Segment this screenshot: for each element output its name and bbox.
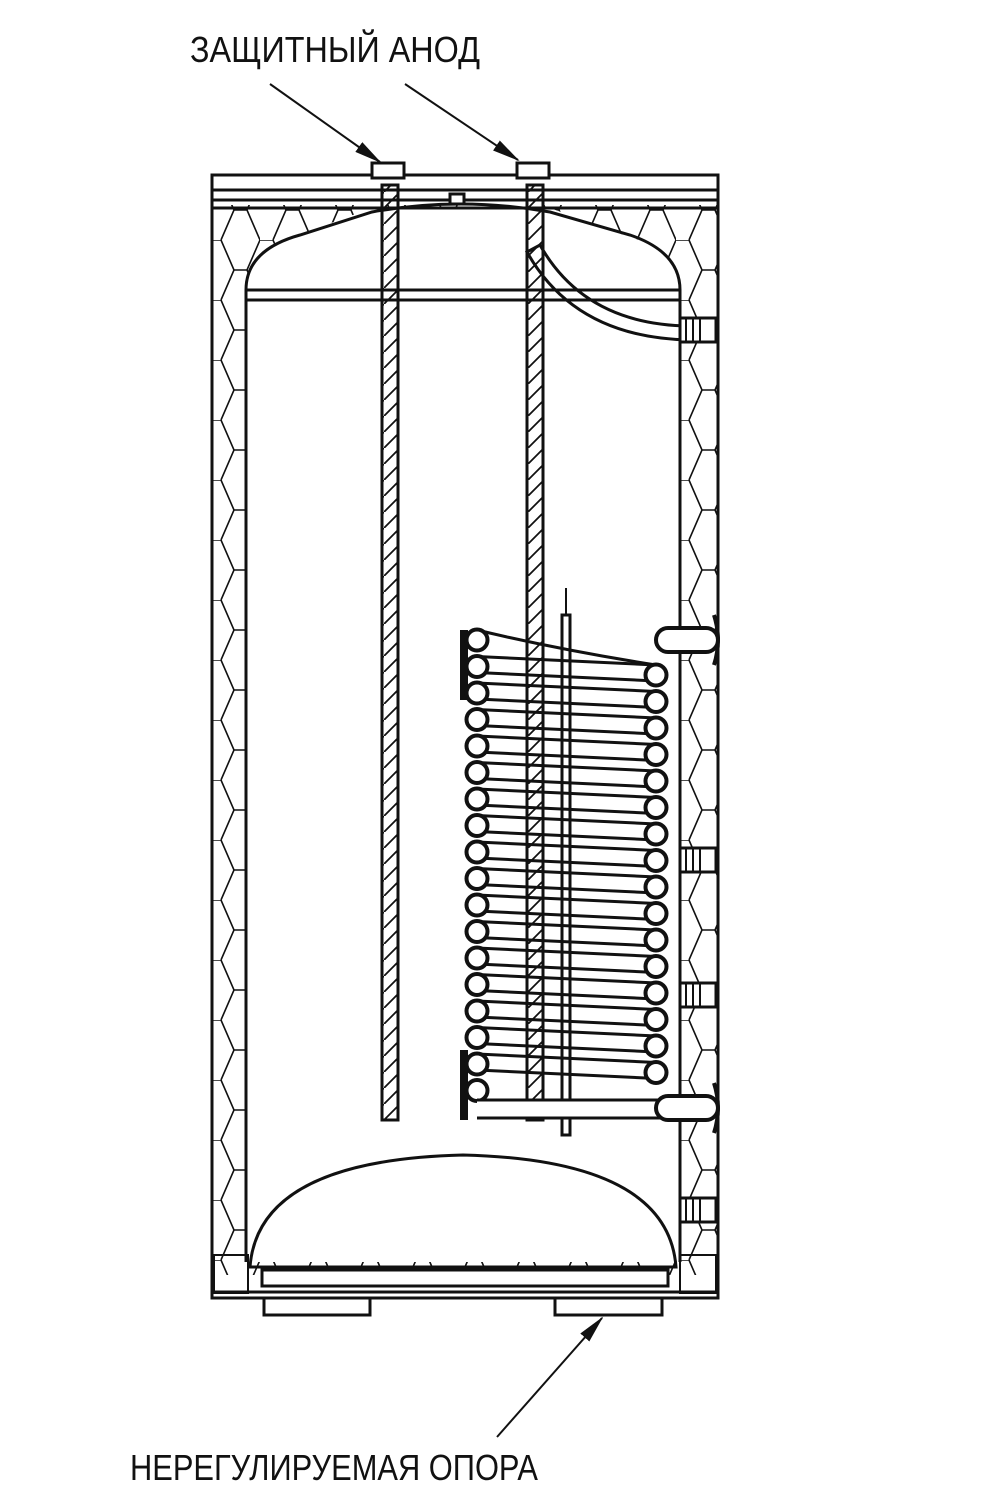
- coil-tube: [476, 655, 657, 683]
- coil-tube: [476, 814, 657, 842]
- coil-turn-right: [643, 742, 669, 767]
- coil-turn-left: [464, 972, 490, 997]
- coil-tube: [476, 893, 657, 921]
- fixed-support-label: НЕРЕГУЛИРУЕМАЯ ОПОРА: [130, 1447, 538, 1488]
- coil-turn-left: [464, 919, 490, 944]
- connection-fitting: [654, 1094, 720, 1122]
- coil-tube: [476, 999, 657, 1027]
- coil-tube: [476, 787, 657, 815]
- coil-turn-left: [464, 1025, 490, 1050]
- coil-turn-left: [464, 998, 490, 1024]
- anode-pointer-right: [404, 83, 520, 162]
- coil-turn-right: [643, 1033, 669, 1059]
- support-pointer: [496, 1316, 604, 1438]
- protective-anode-label: ЗАЩИТНЫЙ АНОД: [190, 28, 480, 70]
- coil-turn-right: [643, 980, 669, 1006]
- coil-turn-left: [464, 1051, 490, 1077]
- coil-tube: [476, 708, 657, 736]
- coil-turn-left: [464, 654, 490, 679]
- coil-turn-left: [464, 866, 490, 891]
- connection-fitting: [654, 626, 720, 654]
- coil-turn-left: [464, 945, 490, 971]
- coil-turn-right: [643, 848, 669, 873]
- coil-tube: [476, 920, 657, 948]
- coil-turn-left: [464, 627, 490, 653]
- coil-tube: [476, 1052, 657, 1080]
- coil-tube: [476, 681, 657, 709]
- coil-tube: [476, 840, 657, 868]
- coil-turn-left: [464, 680, 490, 706]
- anode-pointer-left: [269, 83, 382, 164]
- support-foot-right: [553, 1296, 664, 1317]
- coil-tube: [476, 1026, 657, 1054]
- coil-tube: [476, 946, 657, 974]
- coil-turn-right: [643, 715, 669, 741]
- coil-turn-left: [464, 839, 490, 865]
- coil-turn-right: [643, 821, 669, 847]
- heat-exchanger-coil: [460, 627, 672, 1120]
- coil-tube: [476, 761, 657, 789]
- coil-turn-right: [643, 874, 669, 900]
- coil-turn-left: [464, 1078, 490, 1103]
- coil-tube: [476, 734, 657, 762]
- coil-turn-left: [464, 760, 490, 785]
- outer-casing: [210, 173, 720, 1300]
- coil-turn-left: [464, 707, 490, 732]
- coil-turn-left: [464, 786, 490, 812]
- tank: [212, 192, 718, 1294]
- coil-turn-right: [643, 901, 669, 926]
- coil-tube: [476, 867, 657, 895]
- coil-turn-right: [643, 768, 669, 794]
- coil-turn-right: [643, 1060, 669, 1085]
- side-connections: [654, 316, 720, 1224]
- coil-turn-right: [643, 927, 669, 953]
- coil-turn-right: [643, 1007, 669, 1032]
- coil-turn-left: [464, 733, 490, 759]
- coil-turn-left: [464, 813, 490, 838]
- anode-left: [370, 161, 406, 1122]
- coil-return-tube: [477, 1098, 672, 1120]
- support-foot-left: [262, 1296, 372, 1317]
- coil-turn-left: [464, 892, 490, 918]
- coil-turn-right: [643, 662, 669, 688]
- coil-turn-right: [643, 689, 669, 714]
- coil-tube: [476, 628, 657, 667]
- coil-tube: [476, 973, 657, 1001]
- coil-turn-right: [643, 795, 669, 820]
- coil-turn-right: [643, 954, 669, 979]
